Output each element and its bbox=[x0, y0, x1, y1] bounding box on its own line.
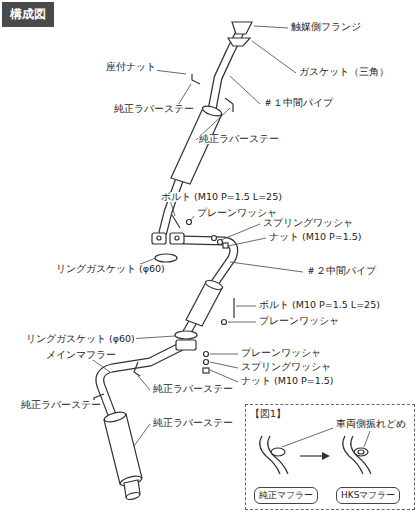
part-label: スプリングワッシャ bbox=[262, 218, 354, 228]
part-label: 純正ラバーステー bbox=[113, 104, 195, 114]
part-label: ボルト (M10 P=1.5 L=25) bbox=[160, 192, 283, 202]
part-label: 純正ラバーステー bbox=[152, 384, 234, 394]
part-label: プレーンワッシャ bbox=[258, 316, 340, 326]
part-label: 純正ラバーステー bbox=[20, 400, 102, 410]
node-text: HKSマフラー bbox=[341, 490, 395, 500]
part-box: 純正マフラー bbox=[254, 487, 318, 504]
part-box: HKSマフラー bbox=[336, 487, 400, 504]
part-label: 触媒側フランジ bbox=[290, 22, 362, 32]
part-label: メインマフラー bbox=[45, 350, 117, 360]
part-label: 車両側振れどめ bbox=[335, 419, 407, 429]
part-label: ＃２中間パイプ bbox=[305, 266, 377, 276]
part-label: ＃１中間パイプ bbox=[262, 98, 334, 108]
part-label: リングガスケット (φ60) bbox=[25, 334, 136, 344]
part-label: プレーンワッシャ bbox=[196, 208, 278, 218]
part-label: 純正ラバーステー bbox=[198, 134, 280, 144]
part-label: ボルト (M10 P=1.5 L=25) bbox=[258, 300, 381, 310]
part-label: リングガスケット (φ60) bbox=[55, 264, 166, 274]
title-tab: 構成図 bbox=[2, 2, 54, 27]
part-label: 純正ラバーステー bbox=[152, 418, 234, 428]
part-label: ナット (M10 P=1.5) bbox=[240, 376, 335, 386]
part-label: スプリングワッシャ bbox=[240, 362, 332, 372]
part-label: ナット (M10 P=1.5) bbox=[268, 232, 363, 242]
node-text: 【図1】 bbox=[250, 408, 286, 421]
part-label: 座付ナット bbox=[105, 62, 157, 72]
node-text: 純正マフラー bbox=[259, 490, 313, 500]
part-label: プレーンワッシャ bbox=[240, 348, 322, 358]
part-label: ガスケット（三角） bbox=[298, 67, 390, 77]
